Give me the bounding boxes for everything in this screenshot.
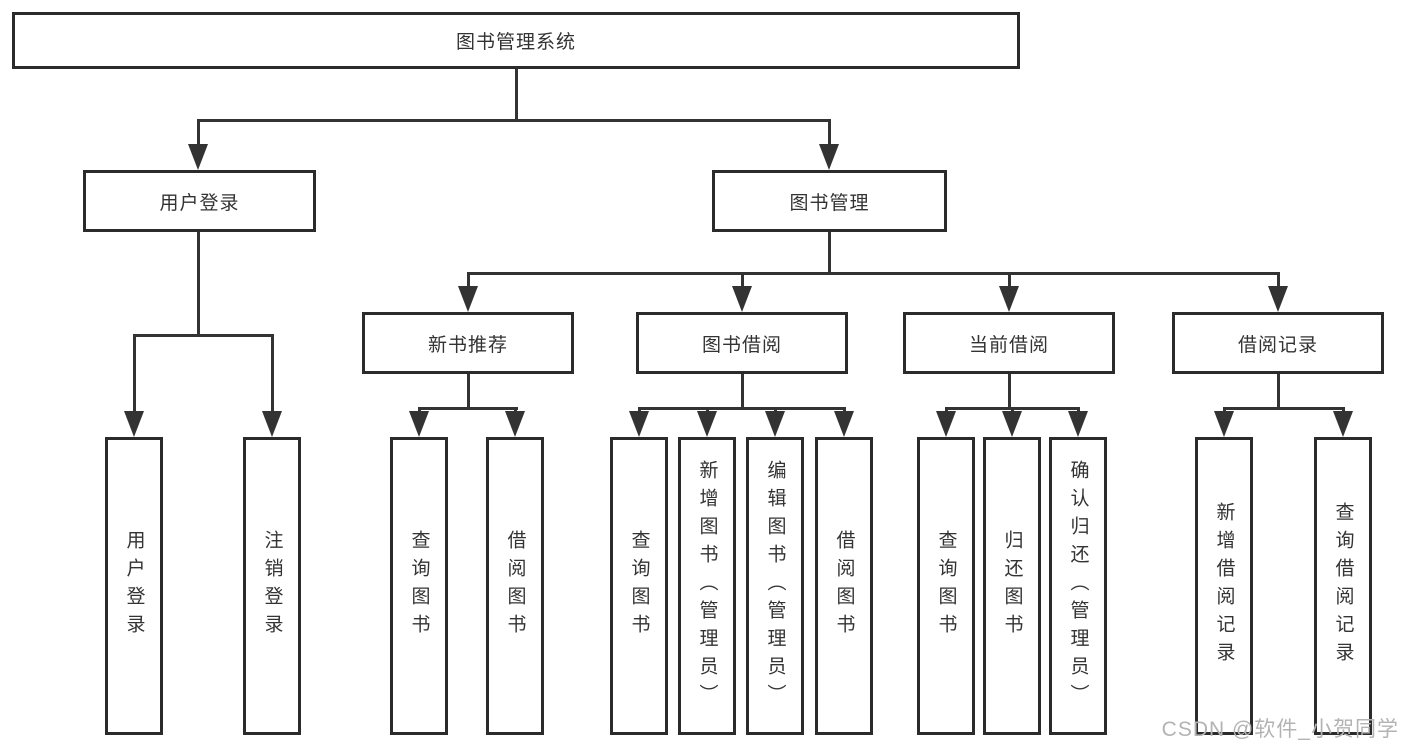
leaf-cb-confirm-return-admin: 确认归还（管理员） <box>1049 437 1107 735</box>
arrow-down-icon <box>765 411 785 437</box>
leaf-bb-edit-books-admin-label: 编辑图书（管理员） <box>764 460 786 712</box>
leaf-bb-add-books-admin-label: 新增图书（管理员） <box>696 460 718 712</box>
node-new-book-recommend-label: 新书推荐 <box>427 334 508 356</box>
node-book-borrowing: 图书借阅 <box>636 312 848 374</box>
leaf-logout-label: 注销登录 <box>261 530 283 642</box>
node-library-system-label: 图书管理系统 <box>455 32 576 53</box>
node-current-borrowing: 当前借阅 <box>903 312 1115 374</box>
arrow-down-icon <box>409 411 429 437</box>
leaf-br-query-record: 查询借阅记录 <box>1314 437 1372 735</box>
arrow-down-icon <box>697 411 717 437</box>
connector-line <box>741 372 744 410</box>
leaf-bb-add-books-admin: 新增图书（管理员） <box>678 437 736 735</box>
leaf-bb-query-books: 查询图书 <box>610 437 668 735</box>
leaf-cb-query-books: 查询图书 <box>917 437 975 735</box>
leaf-cb-confirm-return-admin-label: 确认归还（管理员） <box>1067 460 1089 712</box>
connector-line <box>828 232 831 274</box>
connector-line <box>271 334 274 414</box>
connector-line <box>1277 272 1280 289</box>
leaf-cb-return-books-label: 归还图书 <box>1001 530 1023 642</box>
arrow-down-icon <box>834 411 854 437</box>
leaf-bb-edit-books-admin: 编辑图书（管理员） <box>746 437 804 735</box>
arrow-down-icon <box>629 411 649 437</box>
leaf-cb-query-books-label: 查询图书 <box>935 530 957 642</box>
connector-line <box>828 119 831 147</box>
arrow-down-icon <box>505 411 525 437</box>
leaf-nbr-query-books-label: 查询图书 <box>408 530 430 642</box>
leaf-bb-query-books-label: 查询图书 <box>628 530 650 642</box>
node-book-management-label: 图书管理 <box>789 192 870 214</box>
node-book-management: 图书管理 <box>712 170 947 232</box>
connector-line <box>197 119 200 147</box>
leaf-nbr-query-books: 查询图书 <box>390 437 448 735</box>
node-borrowing-records-label: 借阅记录 <box>1237 334 1318 356</box>
arrow-down-icon <box>999 286 1019 312</box>
node-current-borrowing-label: 当前借阅 <box>968 334 1049 356</box>
node-borrowing-records: 借阅记录 <box>1172 312 1384 374</box>
connector-line <box>197 119 831 122</box>
arrow-down-icon <box>1068 411 1088 437</box>
connector-line <box>197 232 200 336</box>
connector-line <box>741 272 744 289</box>
connector-line <box>515 68 518 121</box>
node-user-login: 用户登录 <box>83 170 316 232</box>
connector-line <box>638 407 846 410</box>
connector-line <box>467 372 470 410</box>
leaf-bb-borrow-books: 借阅图书 <box>815 437 873 735</box>
arrow-down-icon <box>124 411 144 437</box>
arrow-down-icon <box>188 144 208 170</box>
arrow-down-icon <box>732 286 752 312</box>
node-book-borrowing-label: 图书借阅 <box>701 334 782 356</box>
leaf-user-login: 用户登录 <box>105 437 163 735</box>
leaf-user-login-label: 用户登录 <box>123 530 145 642</box>
connector-line <box>1008 272 1011 289</box>
arrow-down-icon <box>458 286 478 312</box>
arrow-down-icon <box>1333 411 1353 437</box>
node-library-system: 图书管理系统 <box>12 12 1020 69</box>
connector-line <box>1277 372 1280 410</box>
leaf-logout: 注销登录 <box>243 437 301 735</box>
leaf-bb-borrow-books-label: 借阅图书 <box>833 530 855 642</box>
arrow-down-icon <box>1214 411 1234 437</box>
node-user-login-label: 用户登录 <box>159 192 240 214</box>
leaf-nbr-borrow-books-label: 借阅图书 <box>504 530 526 642</box>
node-new-book-recommend: 新书推荐 <box>362 312 574 374</box>
leaf-br-add-record-label: 新增借阅记录 <box>1213 502 1235 670</box>
arrow-down-icon <box>1002 411 1022 437</box>
connector-line <box>1008 372 1011 410</box>
arrow-down-icon <box>819 144 839 170</box>
arrow-down-icon <box>936 411 956 437</box>
leaf-cb-return-books: 归还图书 <box>983 437 1041 735</box>
arrow-down-icon <box>1268 286 1288 312</box>
connector-line <box>1223 407 1345 410</box>
leaf-br-query-record-label: 查询借阅记录 <box>1332 502 1354 670</box>
arrow-down-icon <box>262 411 282 437</box>
connector-line <box>418 407 518 410</box>
watermark: CSDN @软件_小贺同学 <box>1161 718 1399 741</box>
connector-line <box>467 272 1280 275</box>
connector-line <box>133 334 274 337</box>
leaf-nbr-borrow-books: 借阅图书 <box>486 437 544 735</box>
leaf-br-add-record: 新增借阅记录 <box>1195 437 1253 735</box>
connector-line <box>133 334 136 414</box>
connector-line <box>467 272 470 289</box>
